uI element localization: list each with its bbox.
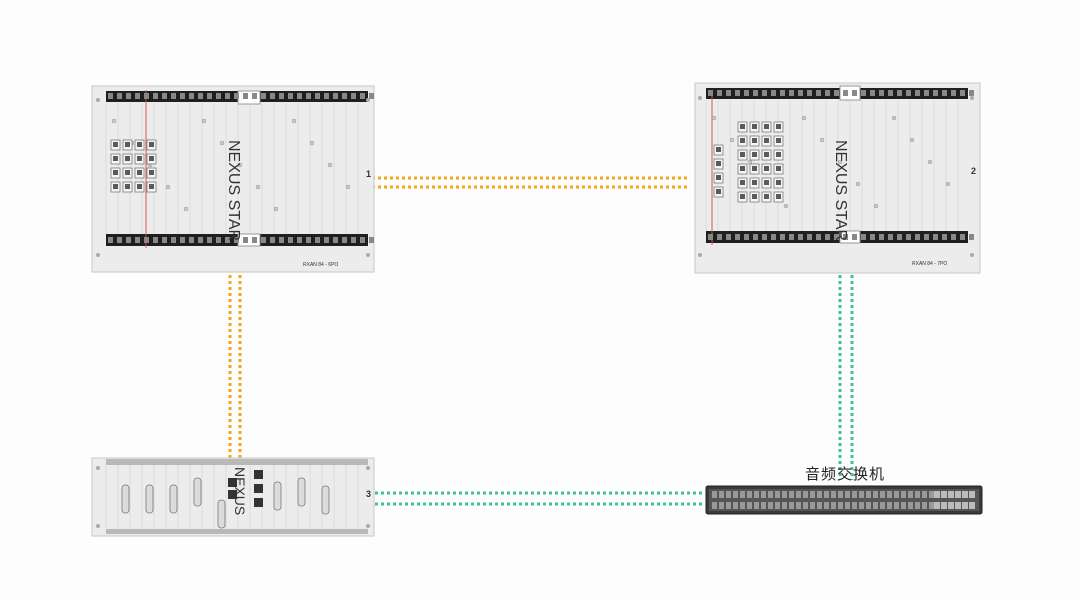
link-rack2-switch [838,275,854,480]
rack-2-number: 2 [971,166,976,176]
rack-3-brand: NEXUS [232,467,248,515]
rack-1-model: RXAN 84 - 6PO [303,262,338,268]
rack-1-brand: NEXUS STAR [225,140,242,241]
rack-1[interactable]: NEXUS STAR 1 RXAN 84 - 6PO [91,85,375,273]
link-rack1-rack3 [228,275,242,460]
rack-2[interactable]: NEXUS STAR 2 RXAN 84 - 7PO [694,82,981,274]
link-rack1-rack2 [372,176,690,189]
rack-3[interactable]: NEXUS 3 [91,457,375,537]
rack-2-model: RXAN 84 - 7PO [912,261,947,267]
audio-switch[interactable] [705,485,983,515]
link-rack3-switch [375,491,705,506]
rack-2-brand: NEXUS STAR [832,140,849,241]
rack-1-number: 1 [366,169,371,179]
rack-3-number: 3 [366,489,371,499]
audio-switch-label: 音频交换机 [805,465,886,483]
